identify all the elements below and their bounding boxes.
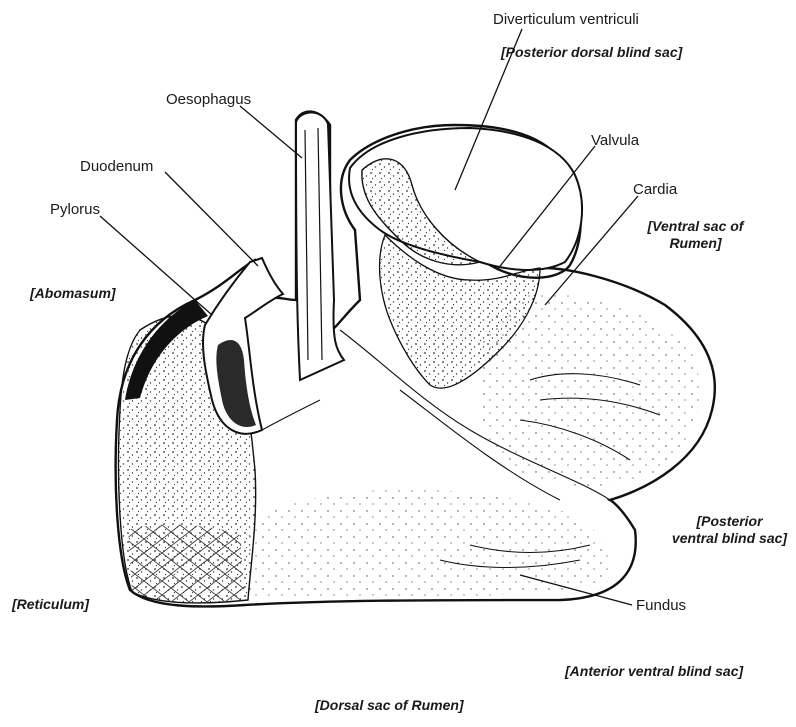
label-abomasum: [Abomasum] (30, 285, 116, 302)
label-posterior-ventral-line-1: [Posterior (662, 513, 796, 530)
label-cardia: Cardia (633, 181, 677, 198)
label-diverticulum-ventriculi: Diverticulum ventriculi (493, 11, 639, 28)
label-dorsal-sac-of-rumen: [Dorsal sac of Rumen] (315, 697, 464, 714)
label-fundus: Fundus (636, 597, 686, 614)
label-valvula: Valvula (591, 132, 639, 149)
label-pylorus: Pylorus (50, 201, 100, 218)
label-posterior-ventral-line-2: ventral blind sac] (662, 530, 796, 547)
label-posterior-ventral-blind-sac: [Posterior ventral blind sac] (662, 513, 796, 547)
label-posterior-dorsal-blind-sac: [Posterior dorsal blind sac] (501, 44, 682, 61)
label-anterior-ventral-blind-sac: [Anterior ventral blind sac] (565, 663, 743, 680)
label-oesophagus: Oesophagus (166, 91, 251, 108)
label-ventral-sac-of-rumen: [Ventral sac of Rumen] (633, 218, 758, 252)
label-duodenum: Duodenum (80, 158, 153, 175)
label-reticulum: [Reticulum] (12, 596, 89, 613)
reticulum-mesh (128, 525, 245, 604)
label-ventral-sac-line-2: Rumen] (633, 235, 758, 252)
label-ventral-sac-line-1: [Ventral sac of (633, 218, 758, 235)
